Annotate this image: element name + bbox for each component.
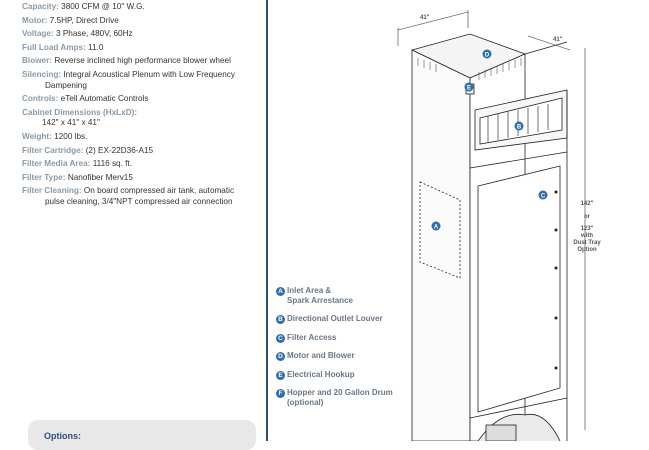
svg-text:with: with xyxy=(580,233,593,239)
marker-b-icon: B xyxy=(514,121,524,131)
width-dimension-line xyxy=(397,11,469,31)
svg-text:or: or xyxy=(584,214,591,220)
spec-filter-cartridge: Filter Cartridge: (2) EX-22D36-A15 xyxy=(22,145,154,155)
drum xyxy=(485,424,517,441)
filter-access-door xyxy=(477,165,561,413)
svg-text:B: B xyxy=(517,124,522,130)
svg-text:Dust Tray: Dust Tray xyxy=(573,240,601,246)
depth-dimension-line xyxy=(527,35,571,51)
spec-filter-media-area: Filter Media Area: 1116 sq. ft. xyxy=(22,159,132,169)
depth-label: 41" xyxy=(553,37,563,43)
spec-list: Capacity: 3800 CFM @ 10" W.G. Motor: 7.5… xyxy=(22,2,262,211)
legend-badge-a: A xyxy=(276,287,285,296)
column-divider xyxy=(266,0,268,441)
cabinet-left-face xyxy=(411,49,471,441)
spec-blower: Blower: Reverse inclined high performanc… xyxy=(22,56,231,66)
svg-text:Option: Option xyxy=(577,247,597,253)
options-title: Options: xyxy=(44,431,81,441)
spec-cabinet-dimensions: Cabinet Dimensions (HxLxD):142" x 41" x … xyxy=(22,107,138,128)
spec-motor: Motor: 7.5HP, Direct Drive xyxy=(22,15,119,25)
svg-text:123": 123" xyxy=(581,226,594,232)
legend-badge-c: C xyxy=(276,333,285,343)
legend-badge-e: E xyxy=(276,370,285,380)
svg-text:142": 142" xyxy=(581,201,594,207)
spec-voltage: Voltage: 3 Phase, 480V, 60Hz xyxy=(22,29,133,39)
marker-e-icon: E xyxy=(464,82,474,92)
svg-text:E: E xyxy=(467,85,471,91)
legend-badge-f: F xyxy=(276,389,285,398)
svg-text:D: D xyxy=(485,52,490,58)
spec-filter-type: Filter Type: Nanofiber Merv15 xyxy=(22,172,133,182)
legend-badge-b: B xyxy=(276,315,285,324)
spec-filter-cleaning: Filter Cleaning: On board compressed air… xyxy=(22,186,235,206)
marker-a-icon: A xyxy=(431,221,441,231)
spec-weight: Weight: 1200 lbs. xyxy=(22,131,88,141)
inlet-area xyxy=(419,181,461,279)
svg-text:C: C xyxy=(541,193,546,199)
spec-silencing: Silencing: Integral Acoustical Plenum wi… xyxy=(22,69,235,90)
spec-full-load-amps: Full Load Amps: 11.0 xyxy=(22,42,104,52)
marker-c-icon: C xyxy=(538,190,548,200)
height-label: 142" or 123" with Dust Tray Option xyxy=(573,201,601,253)
svg-text:A: A xyxy=(434,224,439,230)
width-label: 41" xyxy=(420,15,430,21)
spec-capacity: Capacity: 3800 CFM @ 10" W.G. xyxy=(22,2,145,11)
legend-badge-d: D xyxy=(276,352,285,361)
marker-d-icon: D xyxy=(482,49,492,59)
spec-controls: Controls: eTell Automatic Controls xyxy=(22,94,149,104)
